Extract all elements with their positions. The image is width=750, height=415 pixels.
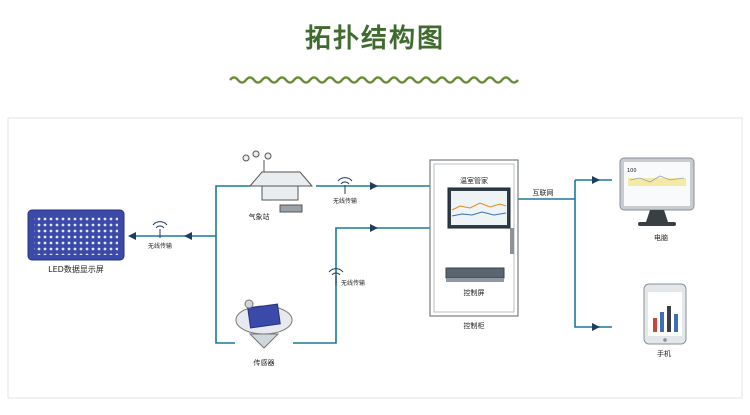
wireless-icon-3 [328,268,344,285]
phone-label: 手机 [657,349,671,358]
computer-icon [619,157,695,226]
controller-device [445,267,505,282]
arrow-to-cabinet-top [370,182,378,190]
arrow-to-bus [184,232,192,240]
led-screen-icon [27,209,125,261]
computer-label: 电脑 [654,233,668,242]
control-cabinet [429,159,519,317]
wave-divider [229,76,519,84]
line-sensor-to-cabinet [293,227,448,344]
arrow-to-phone [592,323,600,331]
sensor-label: 传感器 [254,358,275,367]
page-title: 拓扑结构图 [304,24,445,54]
wireless-icon-2 [337,177,353,194]
wireless-label-1: 无线传输 [148,242,172,250]
led-screen-label: LED数据显示屏 [48,264,104,274]
wireless-label-3: 无线传输 [341,279,365,287]
arrow-to-pc [592,176,600,184]
weather-station-icon [242,150,314,213]
phone-icon [643,283,687,345]
greenhouse-manager-screen [447,187,511,229]
arrows [128,176,600,331]
monitor-axis-value: 100 [627,168,637,174]
line-sensor-to-bus [215,236,235,344]
wireless-icon-1 [152,221,168,238]
line-weather-to-led [130,185,250,237]
weather-station-label: 气象站 [249,212,270,221]
arrow-to-led [128,232,136,240]
sensor-icon [235,299,293,349]
internet-label: 互联网 [533,188,554,197]
control-cabinet-label: 控制柜 [464,321,485,330]
arrow-to-cabinet-mid [370,224,378,232]
wireless-label-2: 无线传输 [333,197,357,205]
greenhouse-manager-label: 温室管家 [460,176,488,185]
controller-label: 控制屏 [464,288,485,297]
